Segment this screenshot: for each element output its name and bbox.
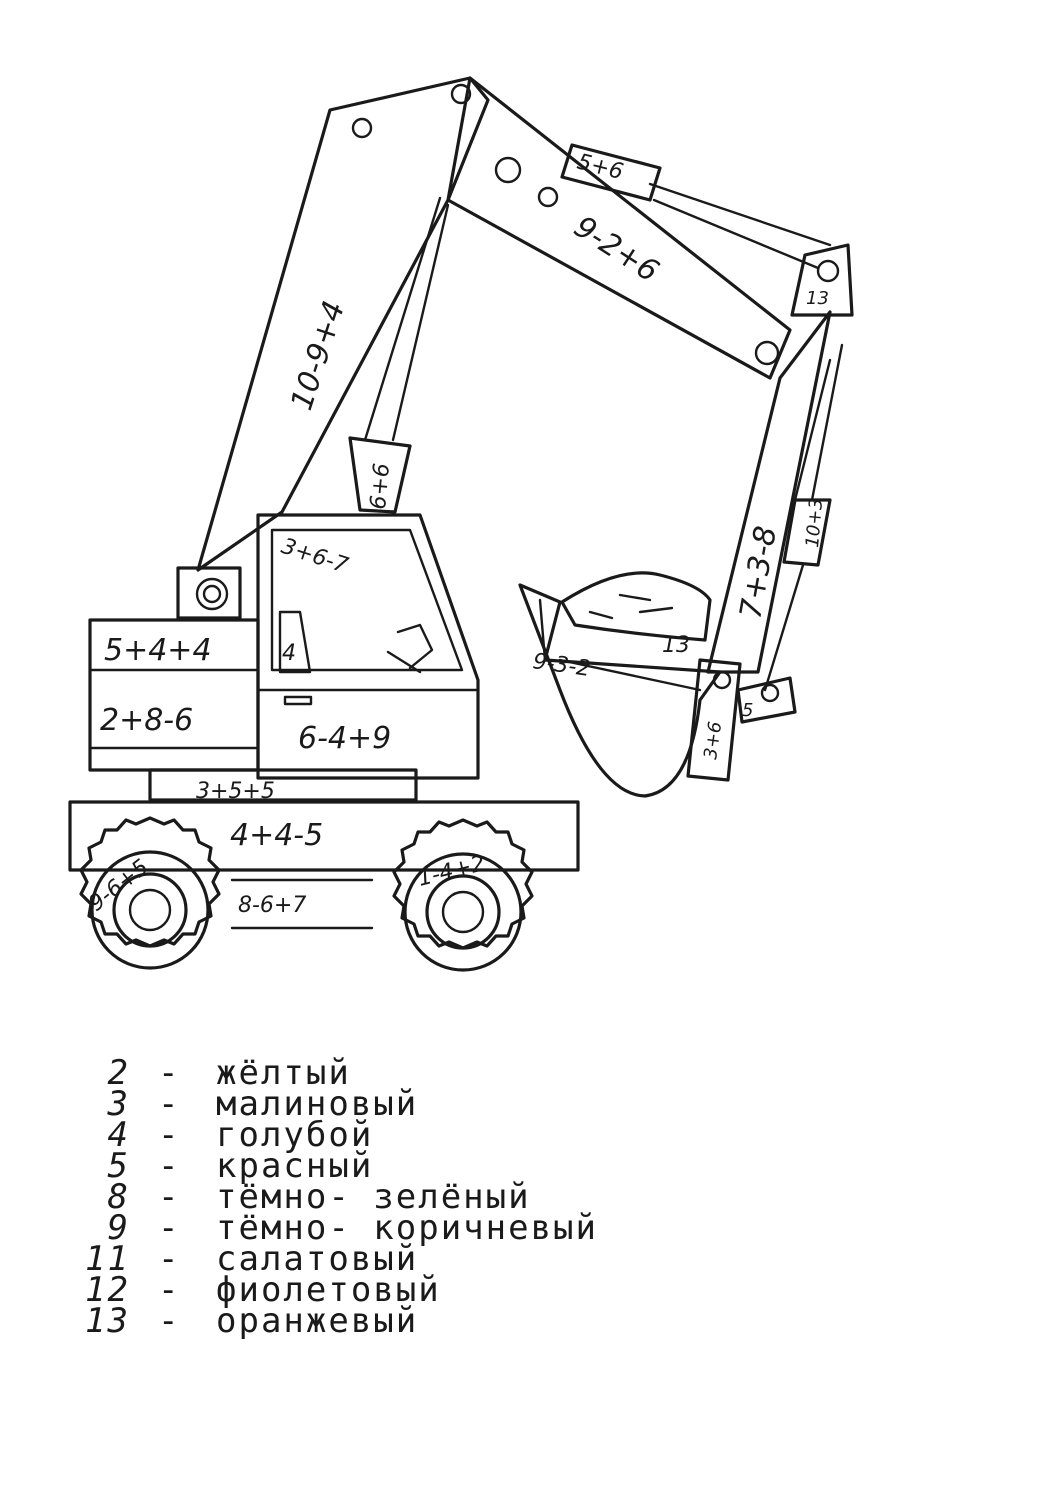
legend-number: 12 (85, 1270, 130, 1310)
right-wheel: 1-4+2 (392, 818, 534, 972)
hinge-block-label: 5 (742, 700, 753, 721)
legend-row: 5-красный (40, 1146, 760, 1186)
cab-door-label: 6-4+9 (298, 721, 391, 756)
legend-dash: - (158, 1146, 181, 1186)
legend-color-name: малиновый (216, 1084, 419, 1124)
boom-mount (176, 566, 242, 620)
legend-dash: - (158, 1177, 181, 1217)
bucket-cylinder: 10+3 (763, 343, 844, 692)
legend-color-name: голубой (216, 1115, 374, 1155)
legend-row: 11-салатовый (40, 1239, 760, 1279)
stick: 7+3-8 (706, 310, 832, 674)
bucket-joint-label: 3+6 (700, 720, 726, 761)
chassis-label: 4+4-5 (230, 818, 323, 853)
left-wheel-label: 9-6+5 (84, 855, 153, 917)
chassis: 4+4-5 8-6+7 (68, 800, 580, 930)
legend-number: 4 (107, 1115, 130, 1155)
legend-dash: - (158, 1053, 181, 1093)
engine-bottom-label: 2+8-6 (100, 703, 193, 738)
axle-label: 8-6+7 (238, 893, 306, 918)
bucket-label: 9-3-2 (531, 649, 592, 682)
bucket-load-label: 13 (662, 633, 690, 658)
bucket-link: 13 (790, 243, 854, 317)
cab: 3+6-7 4 6-4+9 (256, 513, 480, 780)
legend-row: 2-жёлтый (40, 1053, 760, 1093)
legend-dash: - (158, 1208, 181, 1248)
legend-number: 11 (85, 1239, 130, 1279)
legend-color-name: жёлтый (216, 1053, 351, 1093)
legend-number: 5 (107, 1146, 130, 1186)
legend-dash: - (158, 1301, 181, 1341)
legend-dash: - (158, 1270, 181, 1310)
legend-row: 3-малиновый (40, 1084, 760, 1124)
engine-housing: 5+4+4 2+8-6 (88, 618, 260, 772)
legend-color-name: оранжевый (216, 1301, 419, 1341)
legend-row: 8-тёмно- зелёный (40, 1177, 760, 1217)
legend-color-name: тёмно- коричневый (216, 1208, 598, 1248)
engine-top-label: 5+4+4 (104, 633, 212, 668)
base-strip: 3+5+5 (148, 768, 418, 804)
legend-color-name: фиолетовый (216, 1270, 441, 1310)
arm-cylinder: 5+6 (560, 143, 832, 270)
legend-color-name: красный (216, 1146, 374, 1186)
arm-cylinder-label: 5+6 (575, 150, 626, 185)
legend-number: 2 (107, 1053, 130, 1093)
bucket-link-label: 13 (806, 288, 829, 309)
hinge-block: 5 (736, 676, 797, 724)
left-wheel: 9-6+5 (79, 816, 221, 970)
legend-number: 9 (107, 1208, 130, 1248)
base-strip-label: 3+5+5 (196, 779, 275, 804)
bucket-load: 13 (560, 571, 712, 658)
legend-row: 9-тёмно- коричневый (40, 1208, 760, 1248)
legend-color-name: салатовый (216, 1239, 419, 1279)
legend-dash: - (158, 1115, 181, 1155)
legend-dash: - (158, 1239, 181, 1279)
legend-number: 3 (107, 1084, 130, 1124)
cab-window-label: 3+6-7 (278, 534, 351, 579)
boom: 10-9+4 (196, 76, 490, 572)
legend-color-name: тёмно- зелёный (216, 1177, 531, 1217)
bucket-cylinder-label: 10+3 (802, 497, 827, 548)
arm: 9-2+6 (446, 76, 792, 380)
bucket-joint: 3+6 (686, 658, 742, 782)
seat-label: 4 (282, 641, 296, 666)
legend-dash: - (158, 1084, 181, 1124)
legend-row: 4-голубой (40, 1115, 760, 1155)
legend-number: 13 (85, 1301, 130, 1341)
legend-number: 8 (107, 1177, 130, 1217)
color-legend: 2-жёлтый 3-малиновый 4-голубой 5-красный… (40, 1053, 760, 1341)
boom-cylinder-label: 6+6 (366, 462, 395, 510)
legend-row: 12-фиолетовый (40, 1270, 760, 1310)
right-wheel-label: 1-4+2 (415, 851, 487, 892)
boom-cylinder: 6+6 (348, 196, 450, 514)
legend-row: 13-оранжевый (40, 1301, 760, 1341)
excavator-drawing: 10-9+4 9-2+6 5+6 13 6+6 7+3-8 1 (68, 76, 854, 972)
